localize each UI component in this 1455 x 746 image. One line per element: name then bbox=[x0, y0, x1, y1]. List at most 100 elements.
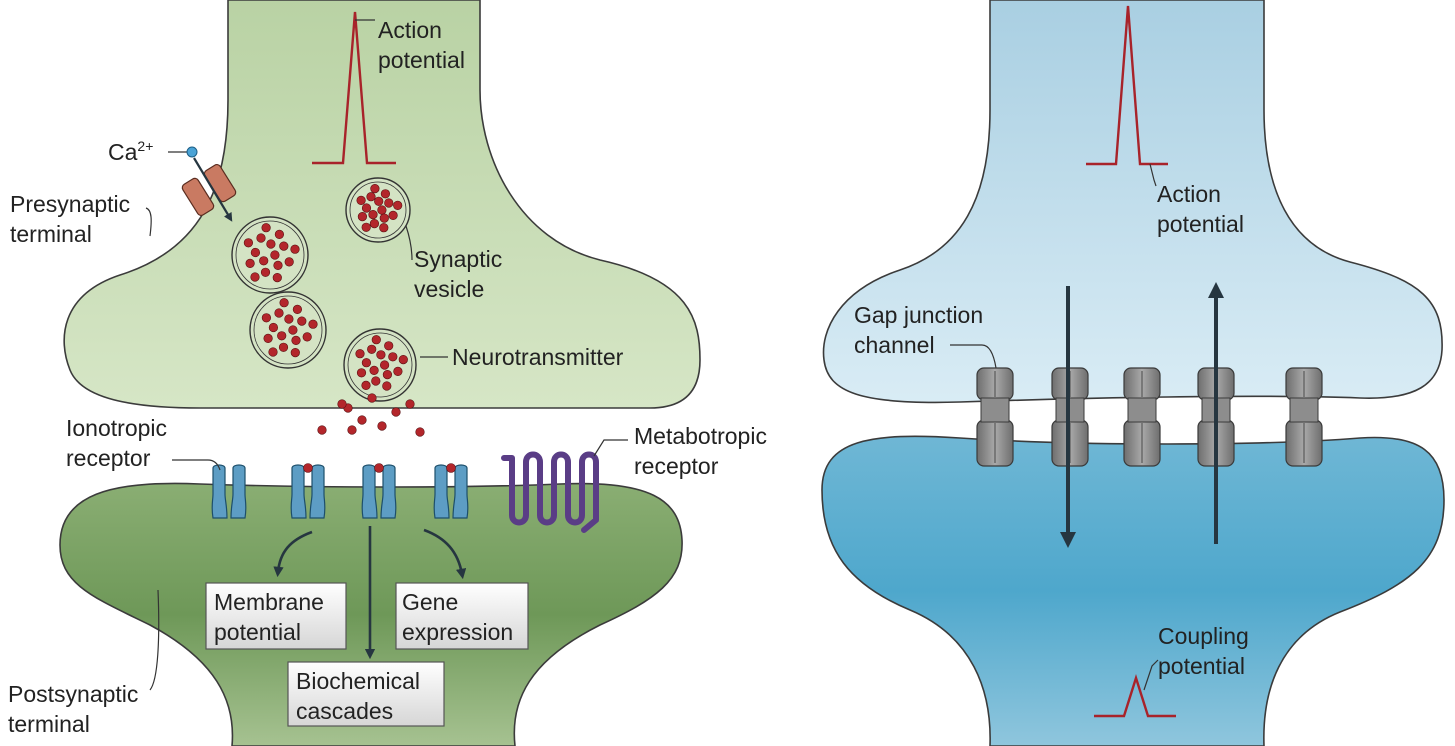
action-potential-right-label-1: Action bbox=[1157, 181, 1221, 207]
arrow-to-gene-expression bbox=[423, 528, 467, 580]
neurotransmitter-dot bbox=[361, 222, 371, 232]
neurotransmitter-dot bbox=[367, 344, 377, 354]
neurotransmitter-dot bbox=[292, 304, 303, 315]
neurotransmitter-label: Neurotransmitter bbox=[452, 344, 624, 370]
ionotropic-label-2: receptor bbox=[66, 445, 151, 471]
neurotransmitter-dot bbox=[357, 212, 368, 222]
released-neurotransmitter-dot bbox=[337, 399, 347, 409]
synaptic-vesicle bbox=[249, 291, 327, 369]
neurotransmitter-dot bbox=[274, 308, 284, 318]
neurotransmitter-dot bbox=[268, 322, 279, 333]
neurotransmitter-dot bbox=[376, 350, 386, 360]
postsynaptic-label-1: Postsynaptic bbox=[8, 681, 138, 707]
released-neurotransmitter-dot bbox=[367, 393, 377, 403]
postsynaptic-label-2: terminal bbox=[8, 711, 90, 737]
ionotropic-receptor bbox=[361, 463, 397, 519]
neurotransmitter-dot bbox=[259, 256, 269, 266]
neurotransmitter-dot bbox=[388, 352, 398, 362]
neurotransmitter-dot bbox=[380, 189, 391, 199]
released-neurotransmitter bbox=[317, 393, 425, 437]
neurotransmitter-dot bbox=[361, 203, 372, 213]
presynaptic-blue-terminal bbox=[822, 0, 1443, 404]
gene-expression-label-1: Gene bbox=[402, 589, 458, 615]
neurotransmitter-dot bbox=[356, 195, 366, 205]
gap-junction-channel bbox=[1285, 367, 1323, 467]
synaptic-vesicle bbox=[343, 328, 417, 402]
neurotransmitter-dot bbox=[284, 314, 294, 324]
neurotransmitter-dot bbox=[263, 333, 273, 344]
biochemical-cascades-label-1: Biochemical bbox=[296, 668, 420, 694]
neurotransmitter-dot bbox=[369, 219, 380, 229]
presynaptic-label-2: terminal bbox=[10, 221, 92, 247]
postsynaptic-blue-terminal bbox=[821, 435, 1445, 746]
neurotransmitter-dot bbox=[291, 335, 301, 346]
neurotransmitter-dot bbox=[368, 210, 378, 220]
neurotransmitter-dot bbox=[279, 241, 289, 251]
neurotransmitter-dot bbox=[382, 381, 392, 391]
neurotransmitter-dot bbox=[272, 273, 282, 283]
neurotransmitter-dot bbox=[245, 258, 255, 269]
chemical-synapse: Action potential Ca2+ Presynaptic termin… bbox=[8, 0, 767, 746]
calcium-influx-arrow bbox=[193, 157, 233, 222]
neurotransmitter-dot bbox=[374, 196, 384, 206]
released-neurotransmitter-dot bbox=[357, 415, 367, 425]
neurotransmitter-dot bbox=[273, 260, 283, 271]
neurotransmitter-dot bbox=[250, 272, 260, 282]
neurotransmitter-dot bbox=[377, 205, 387, 215]
synaptic-vesicles bbox=[231, 177, 417, 402]
neurotransmitter-dot bbox=[284, 257, 294, 267]
neurotransmitter-dot bbox=[250, 247, 260, 258]
neurotransmitter-dot bbox=[270, 250, 280, 260]
neurotransmitter-dot bbox=[266, 239, 276, 249]
gap-junction-channel bbox=[976, 367, 1014, 467]
neurotransmitter-dot bbox=[278, 342, 289, 352]
neurotransmitter-dot bbox=[366, 192, 376, 202]
neurotransmitter-dot bbox=[302, 332, 312, 342]
arrow-to-membrane-potential bbox=[273, 530, 313, 578]
metabotropic-label-2: receptor bbox=[634, 453, 719, 479]
bound-neurotransmitter bbox=[303, 463, 313, 473]
neurotransmitter-dot bbox=[308, 319, 318, 329]
ionotropic-receptors bbox=[211, 463, 469, 519]
membrane-potential-label-1: Membrane bbox=[214, 589, 324, 615]
neurotransmitter-dot bbox=[370, 184, 380, 194]
gene-expression-box: Gene expression bbox=[395, 582, 529, 650]
released-neurotransmitter-dot bbox=[317, 425, 327, 435]
neurotransmitter-dot bbox=[356, 368, 367, 378]
neurotransmitter-dot bbox=[379, 213, 389, 223]
neurotransmitter-dot bbox=[268, 347, 278, 357]
neurotransmitter-dot bbox=[398, 355, 408, 365]
released-neurotransmitter-dot bbox=[405, 399, 415, 409]
calcium-channel bbox=[181, 163, 237, 217]
calcium-ion bbox=[186, 146, 198, 158]
bound-neurotransmitter bbox=[446, 463, 456, 473]
metabotropic-label-1: Metabotropic bbox=[634, 423, 767, 449]
ionotropic-receptor bbox=[433, 463, 469, 519]
biochemical-cascades-label-2: cascades bbox=[296, 698, 393, 724]
ionotropic-receptor bbox=[290, 463, 326, 519]
gene-expression-label-2: expression bbox=[402, 619, 513, 645]
action-potential-label-1: Action bbox=[378, 17, 442, 43]
ionotropic-receptor bbox=[211, 464, 247, 519]
neurotransmitter-dot bbox=[288, 325, 298, 335]
neurotransmitter-dot bbox=[277, 331, 287, 341]
bound-neurotransmitter bbox=[374, 463, 384, 473]
neurotransmitter-dot bbox=[393, 366, 403, 377]
neurotransmitter-dot bbox=[382, 370, 393, 380]
calcium-label: Ca2+ bbox=[108, 138, 153, 165]
neurotransmitter-dot bbox=[290, 244, 300, 254]
presynaptic-label-1: Presynaptic bbox=[10, 191, 130, 217]
action-potential-spike-right bbox=[1086, 5, 1168, 166]
gap-junction-label-1: Gap junction bbox=[854, 302, 983, 328]
released-neurotransmitter-dot bbox=[415, 427, 425, 437]
neurotransmitter-dot bbox=[355, 349, 365, 359]
neurotransmitter-dot bbox=[274, 229, 285, 239]
neurotransmitter-dot bbox=[297, 316, 307, 326]
neurotransmitter-dot bbox=[388, 210, 398, 220]
neurotransmitter-dot bbox=[379, 223, 389, 233]
synaptic-vesicle bbox=[345, 177, 411, 243]
neurotransmitter-dot bbox=[261, 313, 272, 323]
coupling-potential-trace bbox=[1094, 674, 1176, 718]
membrane-potential-label-2: potential bbox=[214, 619, 301, 645]
gap-junction-channel bbox=[1123, 367, 1161, 467]
